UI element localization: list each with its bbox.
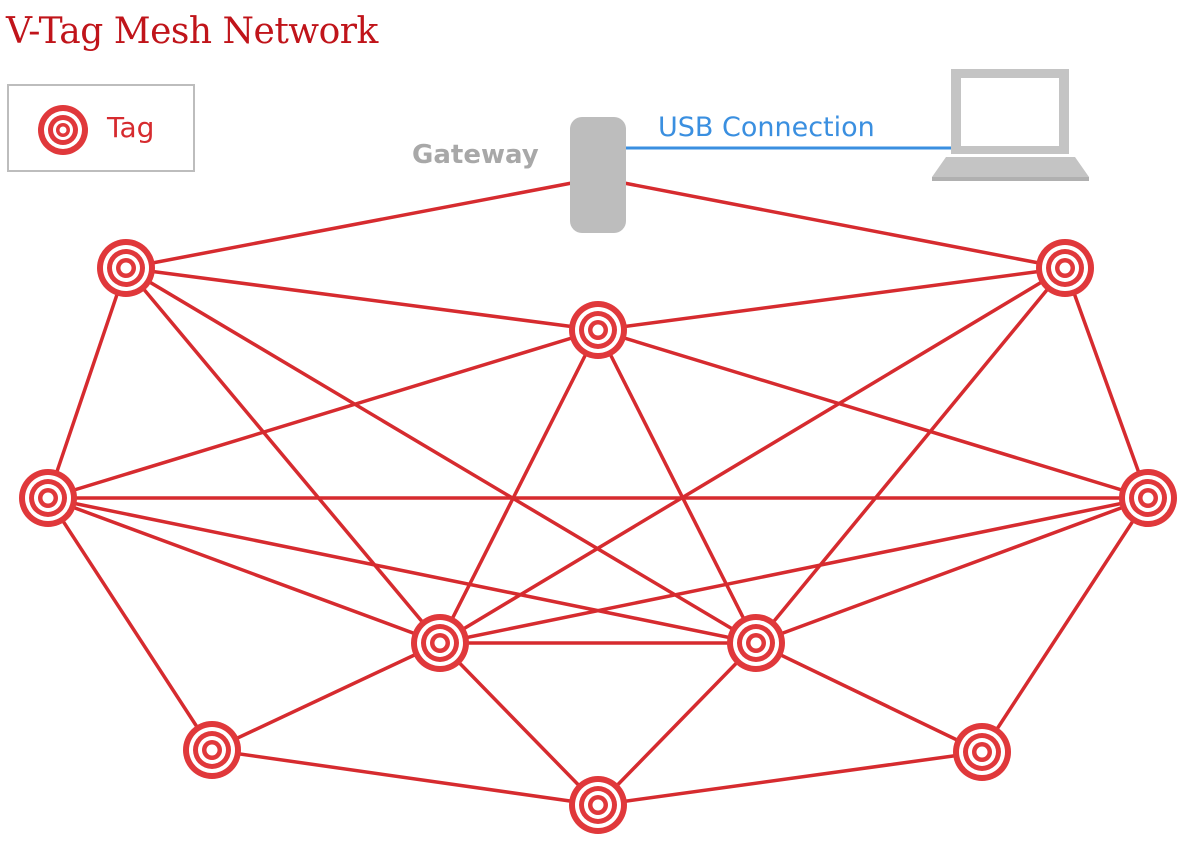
gateway-links — [125, 176, 1066, 270]
mesh-link — [47, 328, 599, 500]
mesh-link — [439, 496, 1149, 645]
tag-mid-right — [1119, 469, 1177, 527]
mesh-link — [211, 641, 441, 752]
mesh-link — [596, 329, 758, 644]
gateway-device-icon — [570, 117, 626, 233]
mesh-link — [125, 266, 757, 645]
tag-inner-right — [727, 614, 785, 672]
tag-inner-left — [411, 614, 469, 672]
tag-top-right — [1036, 239, 1094, 297]
legend-label-tag: Tag — [107, 111, 155, 144]
gateway-label: Gateway — [412, 140, 539, 170]
diagram-title: V-Tag Mesh Network — [6, 11, 378, 52]
tag-top-left — [97, 239, 155, 297]
laptop-icon — [932, 69, 1089, 181]
mesh-link — [597, 328, 1149, 500]
mesh-link — [597, 750, 983, 807]
mesh-link — [125, 266, 599, 332]
tags — [19, 239, 1177, 834]
gateway-link — [597, 176, 1066, 270]
mesh-link — [47, 496, 757, 645]
mesh-link — [1063, 267, 1150, 499]
usb-connection-label: USB Connection — [658, 112, 875, 143]
mesh-link — [47, 496, 441, 645]
tag-mid-left — [19, 469, 77, 527]
mesh-links — [46, 266, 1150, 807]
mesh-link — [755, 641, 983, 754]
mesh-link — [438, 641, 600, 807]
mesh-link — [46, 497, 214, 751]
mesh-link — [597, 266, 1066, 332]
gateway-link — [125, 176, 599, 270]
mesh-link — [438, 329, 600, 644]
tag-bottom-center — [569, 776, 627, 834]
mesh-link — [211, 748, 599, 807]
tag-top-center — [569, 301, 627, 359]
mesh-link — [754, 266, 1067, 645]
mesh-link — [980, 497, 1150, 753]
legend-box: Tag — [7, 84, 195, 172]
mesh-link — [439, 266, 1066, 645]
tag-bottom-right — [953, 723, 1011, 781]
mesh-link — [124, 266, 442, 645]
tag-bottom-left — [183, 721, 241, 779]
mesh-link — [46, 267, 128, 499]
tag-icon — [38, 105, 88, 155]
mesh-link — [755, 496, 1149, 645]
mesh-link — [596, 641, 758, 807]
